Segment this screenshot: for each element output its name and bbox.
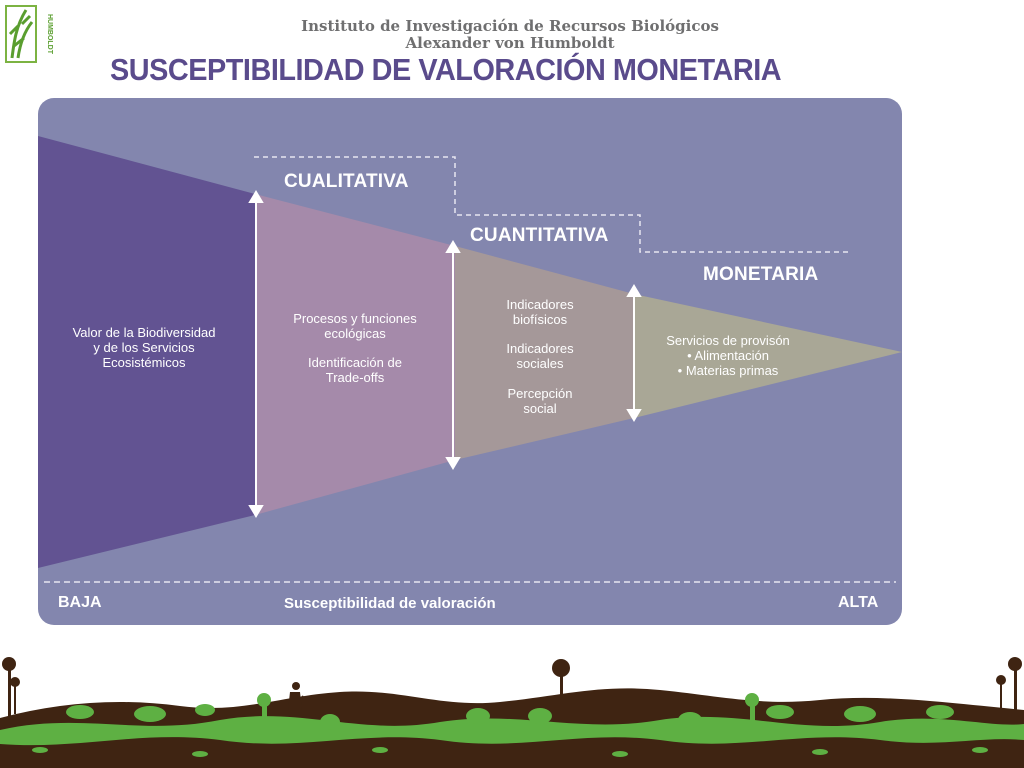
- axis-high-label: ALTA: [838, 594, 879, 611]
- humboldt-logo: HUMBOLDT: [4, 4, 56, 64]
- quantitative-item-perception: Percepción social: [507, 386, 573, 416]
- landscape-decoration: [0, 657, 1024, 768]
- stage-label-cuantitativa: CUANTITATIVA: [470, 225, 609, 246]
- farmer-icon: [288, 682, 317, 715]
- qualitative-item-tradeoffs: Identificación de Trade-offs: [308, 355, 402, 385]
- qualitative-item-processes: Procesos y funciones ecológicas: [293, 311, 417, 341]
- leaf-icon: [8, 9, 34, 59]
- axis-low-label: BAJA: [58, 594, 102, 611]
- stage-label-cualitativa: CUALITATIVA: [284, 171, 409, 192]
- quantitative-item-social: Indicadores sociales: [506, 341, 574, 371]
- institute-subname: Alexander von Humboldt: [405, 34, 615, 52]
- cactus-icons: [257, 693, 759, 722]
- axis-title: Susceptibilidad de valoración: [284, 595, 496, 612]
- palm-tree-icons: [2, 657, 1022, 716]
- animal-silhouettes: [66, 704, 954, 730]
- biodiversity-value-text: Valor de la Biodiversidad y de los Servi…: [72, 325, 216, 370]
- stage-label-monetaria: MONETARIA: [703, 264, 819, 285]
- fish-icons: [32, 747, 988, 757]
- quantitative-segment: [455, 246, 634, 460]
- grass-band: [0, 716, 1024, 746]
- range-arrows: [248, 190, 642, 518]
- biodiversity-block: [38, 136, 255, 568]
- diagram-graphic: [38, 136, 902, 583]
- monetary-provision-services: Servicios de provisón • Alimentación • M…: [666, 333, 790, 378]
- diagram-panel: CUALITATIVA CUANTITATIVA MONETARIA Valor…: [38, 98, 902, 625]
- page-title: SUSCEPTIBILIDAD DE VALORACIÓN MONETARIA: [110, 52, 782, 87]
- logo-text: HUMBOLDT: [46, 14, 53, 55]
- monetary-segment: [634, 294, 902, 418]
- quantitative-item-biophysical: Indicadores biofísicos: [506, 297, 574, 327]
- qualitative-segment: [255, 194, 455, 515]
- stage-divider-line: [254, 156, 848, 253]
- institute-name: Instituto de Investigación de Recursos B…: [301, 17, 719, 35]
